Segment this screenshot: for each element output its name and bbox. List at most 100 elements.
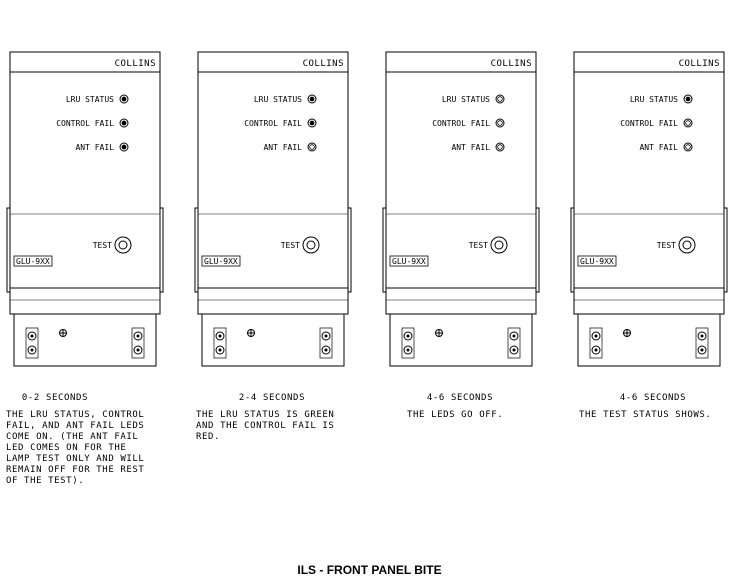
test-button-inner (306, 240, 316, 250)
ground-symbol (435, 329, 443, 337)
screw-center (324, 334, 328, 338)
model-label-box (389, 255, 429, 267)
time-heading: 2-4 SECONDS (238, 393, 306, 403)
led-label: CONTROL FAIL (620, 119, 678, 128)
test-button-inner (118, 240, 128, 250)
model-label-box (201, 255, 241, 267)
screw-center (700, 348, 704, 352)
led-indicator (119, 118, 129, 128)
step-description: THE TEST STATUS SHOWS. (579, 410, 712, 420)
ground-symbol (59, 329, 67, 337)
ground-symbol (247, 329, 255, 337)
right-flange (348, 207, 352, 293)
ground-symbol (623, 329, 631, 337)
test-button-outer (678, 236, 696, 254)
time-heading: 4-6 SECONDS (426, 393, 494, 403)
test-button-outer (114, 236, 132, 254)
unit-body (385, 51, 537, 289)
unit-body (197, 51, 349, 289)
screw (27, 331, 37, 341)
led-lit (309, 96, 315, 102)
led-indicator (495, 94, 505, 104)
screw-center (594, 348, 598, 352)
brand-label: COLLINS (303, 59, 344, 69)
led-lit (121, 120, 127, 126)
led-label: ANT FAIL (451, 143, 490, 152)
mount-plate (385, 287, 537, 315)
screw-center (30, 348, 34, 352)
screw (133, 345, 143, 355)
brand-label: COLLINS (679, 59, 720, 69)
led-indicator (307, 118, 317, 128)
screw-center (594, 334, 598, 338)
led-label: LRU STATUS (442, 95, 490, 104)
panel-4: COLLINS LRU STATUS CONTROL FAIL ANT FAIL TES… (570, 51, 728, 367)
connector-block (201, 313, 345, 367)
screw-center (324, 348, 328, 352)
screw (591, 345, 601, 355)
led-label: ANT FAIL (75, 143, 114, 152)
led-off (497, 96, 503, 102)
led-label: LRU STATUS (630, 95, 678, 104)
screw (697, 345, 707, 355)
led-label: CONTROL FAIL (432, 119, 490, 128)
led-off (685, 144, 691, 150)
led-off (685, 120, 691, 126)
screw-center (218, 334, 222, 338)
screw (215, 345, 225, 355)
screw (509, 345, 519, 355)
screw (133, 331, 143, 341)
screw (27, 345, 37, 355)
mount-plate (197, 287, 349, 315)
led-lit (121, 144, 127, 150)
right-flange (536, 207, 540, 293)
model-label-box (13, 255, 53, 267)
screw-center (512, 334, 516, 338)
brand-label: COLLINS (491, 59, 532, 69)
screw (403, 331, 413, 341)
test-button-outer (302, 236, 320, 254)
screw-center (136, 348, 140, 352)
model-label: GLU-9XX (204, 257, 238, 266)
screw (509, 331, 519, 341)
right-flange (160, 207, 164, 293)
led-lit (309, 120, 315, 126)
test-button-inner (494, 240, 504, 250)
test-label: TEST (657, 241, 676, 250)
test-label: TEST (281, 241, 300, 250)
led-off (497, 144, 503, 150)
screw-bracket-left (401, 327, 415, 359)
screw-center (406, 334, 410, 338)
led-off (309, 144, 315, 150)
model-label-box (577, 255, 617, 267)
screw-bracket-left (25, 327, 39, 359)
model-label: GLU-9XX (16, 257, 50, 266)
led-label: CONTROL FAIL (56, 119, 114, 128)
led-label: LRU STATUS (254, 95, 302, 104)
screw-bracket-right (131, 327, 145, 359)
led-label: ANT FAIL (639, 143, 678, 152)
step-description: THE LEDS GO OFF. (407, 410, 504, 420)
screw-center (406, 348, 410, 352)
brand-label: COLLINS (115, 59, 156, 69)
screw-center (136, 334, 140, 338)
test-button-inner (682, 240, 692, 250)
unit-body (9, 51, 161, 289)
left-flange (382, 207, 386, 293)
screw-bracket-right (507, 327, 521, 359)
time-heading: 0-2 SECONDS (21, 393, 89, 403)
led-indicator (119, 94, 129, 104)
model-label: GLU-9XX (580, 257, 614, 266)
screw-bracket-right (319, 327, 333, 359)
screw (215, 331, 225, 341)
screw (591, 331, 601, 341)
right-flange (724, 207, 728, 293)
led-lit (685, 96, 691, 102)
test-button-outer (490, 236, 508, 254)
led-indicator (683, 118, 693, 128)
screw-center (512, 348, 516, 352)
connector-block (577, 313, 721, 367)
